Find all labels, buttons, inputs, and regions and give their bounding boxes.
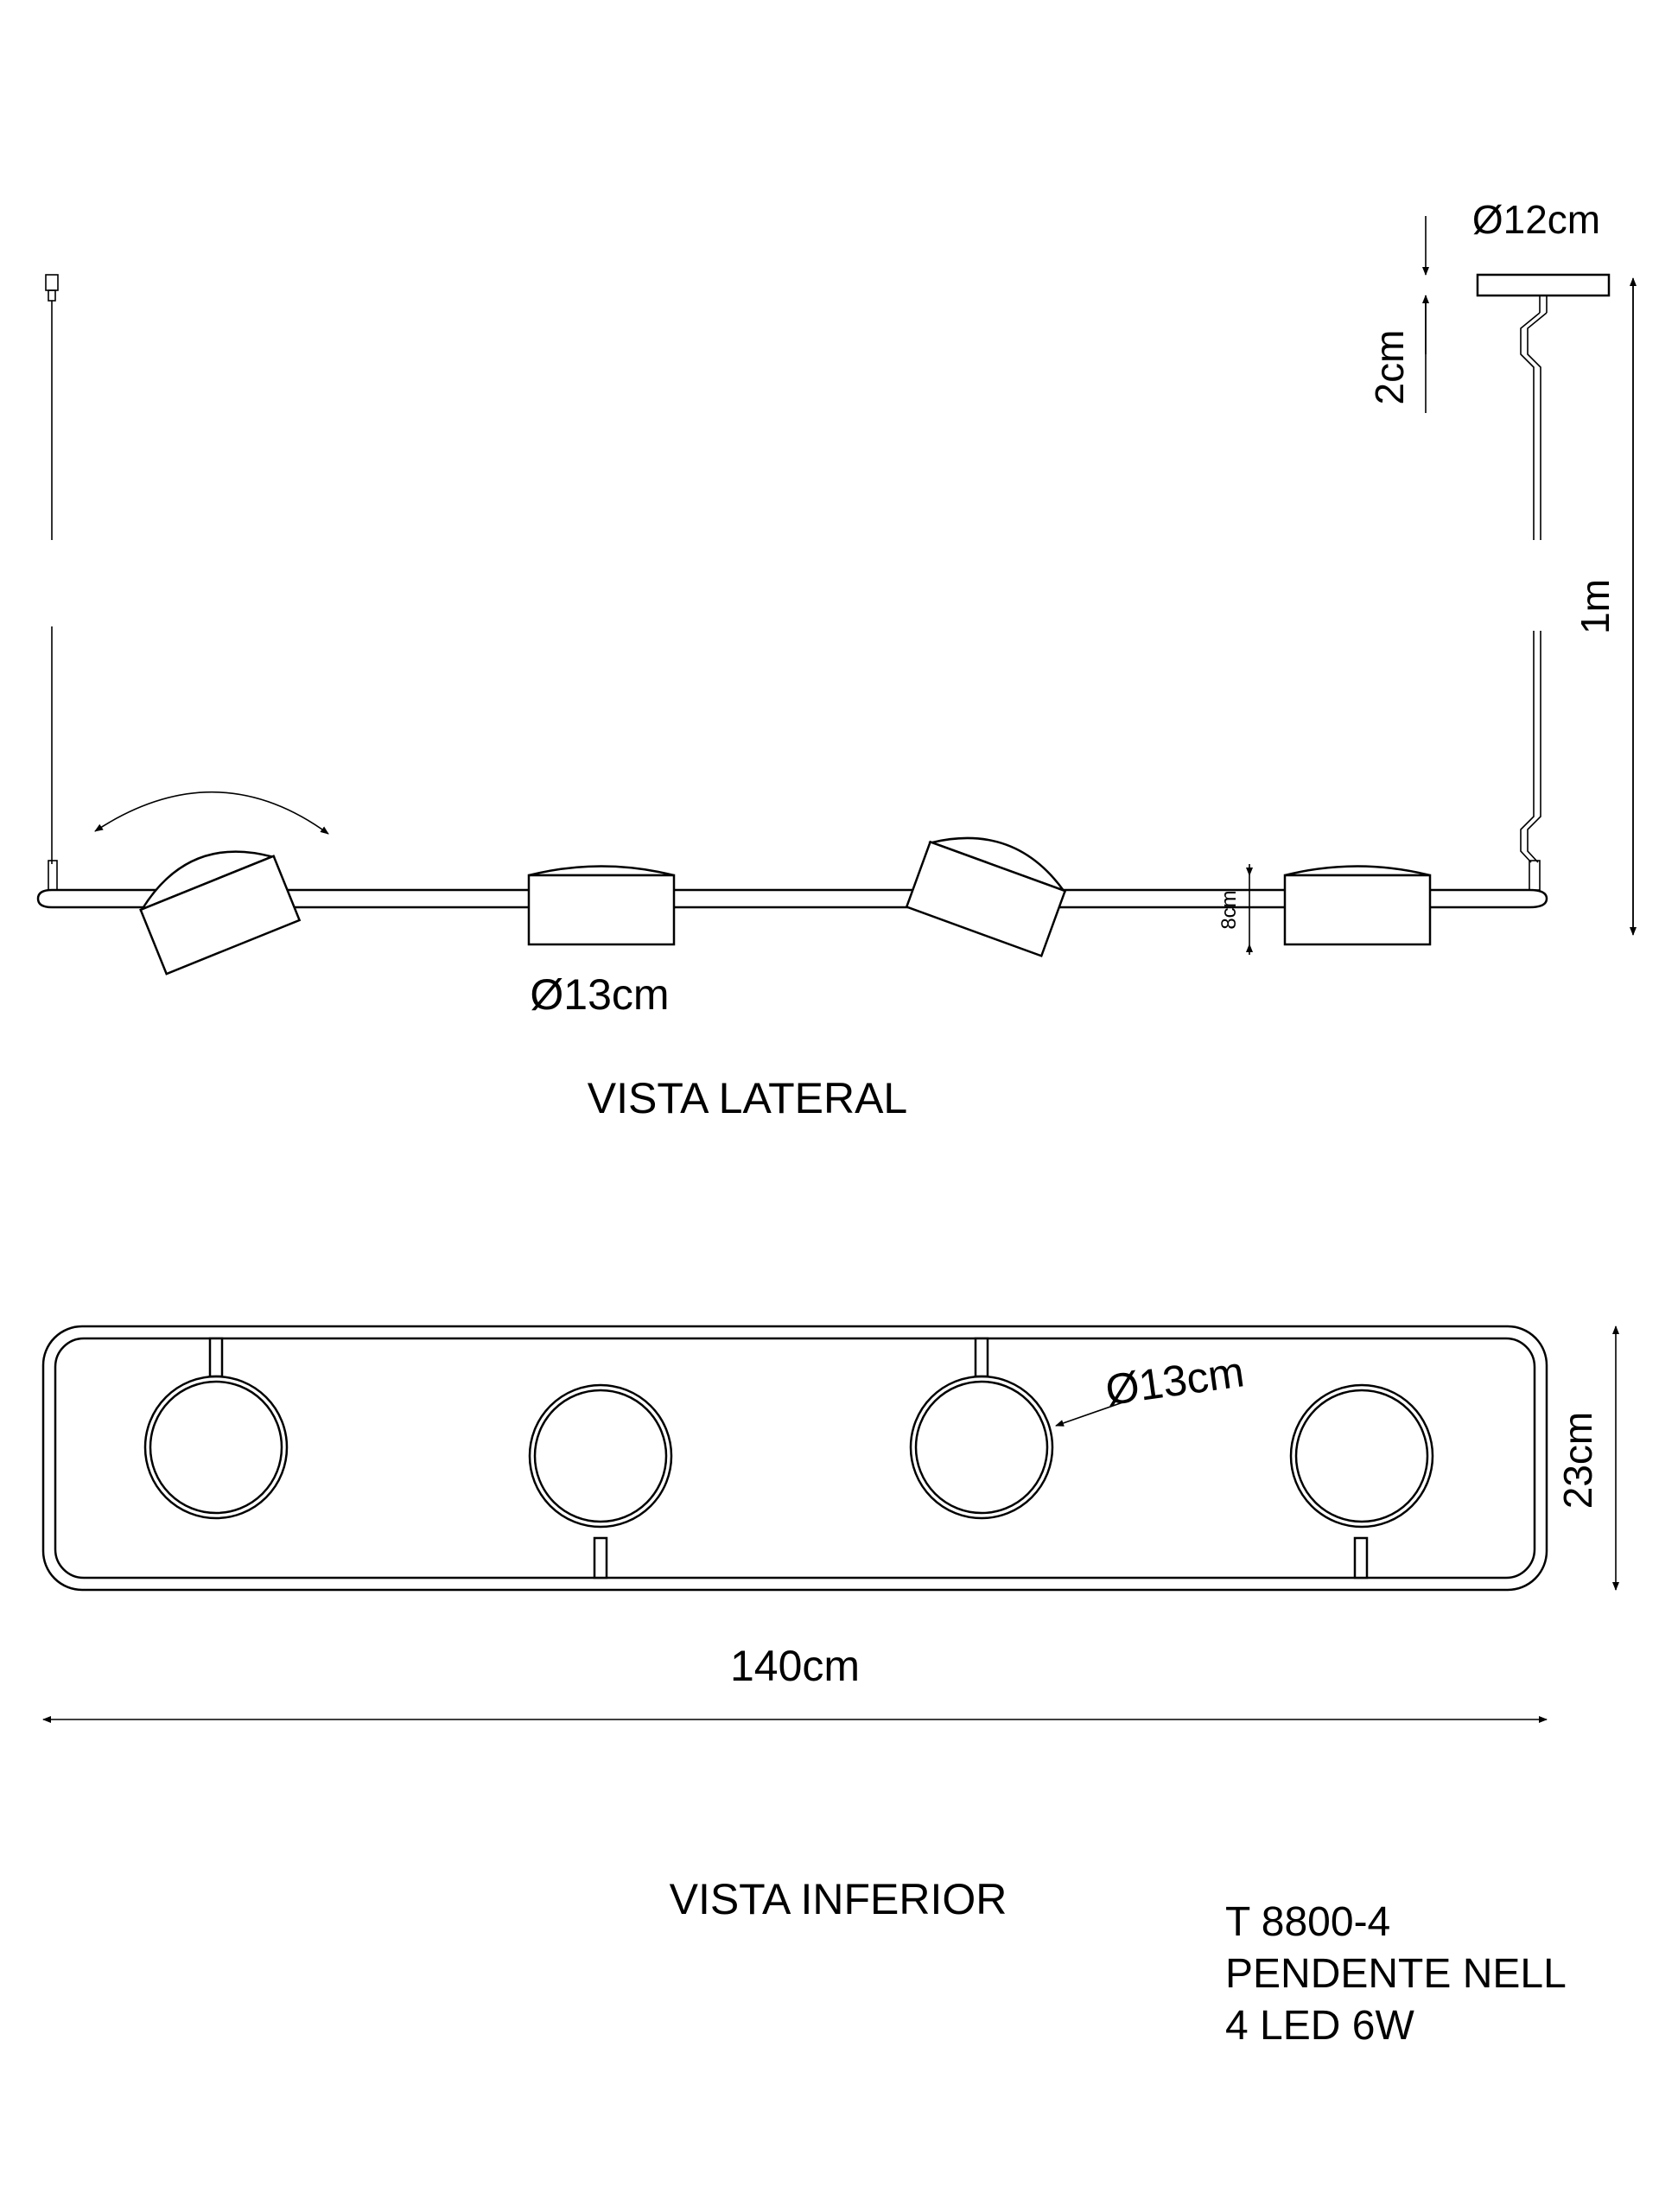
product-info: T 8800-4 PENDENTE NELL 4 LED 6W — [1225, 1899, 1567, 2049]
canopy-height-label: 2cm — [1367, 330, 1412, 405]
right-suspension-cable — [1520, 312, 1548, 891]
product-spec: 4 LED 6W — [1225, 2003, 1414, 2049]
frame-inner — [54, 1337, 1536, 1580]
product-code: T 8800-4 — [1225, 1899, 1390, 1945]
suspension-length-dimension: 1m — [1573, 277, 1637, 936]
light-bar — [36, 888, 1548, 909]
rotation-arc-arrow — [94, 791, 329, 835]
straight-shade-2 — [527, 865, 676, 946]
bottom-shade-diameter-label: Ø13cm — [1103, 1347, 1247, 1414]
bottom-light-2 — [528, 1383, 673, 1580]
bottom-light-4 — [1289, 1383, 1434, 1580]
width-label: 23cm — [1555, 1412, 1600, 1509]
shade-diameter-label: Ø13cm — [530, 970, 669, 1019]
width-dimension: 23cm — [1555, 1325, 1619, 1591]
side-view: Ø12cm 2cm 1m 8cm Ø13cm VISTA LATERAL — [36, 197, 1637, 1122]
bottom-view: Ø13cm 23cm 140cm VISTA INFERIOR — [41, 1325, 1619, 1923]
shade-height-dimension: 8cm — [1217, 864, 1253, 955]
length-label: 140cm — [730, 1642, 860, 1690]
side-view-title: VISTA LATERAL — [588, 1074, 908, 1122]
shade-height-label: 8cm — [1217, 890, 1241, 929]
bottom-view-title: VISTA INFERIOR — [670, 1875, 1007, 1923]
canopy-diameter-label: Ø12cm — [1472, 197, 1600, 242]
canopy — [1476, 273, 1611, 313]
shade-diameter-leader — [1055, 1399, 1131, 1427]
tilted-shade-3 — [905, 836, 1067, 957]
product-name: PENDENTE NELL — [1225, 1951, 1567, 1997]
left-suspension-cable — [45, 274, 59, 891]
tilted-shade-1 — [139, 850, 302, 976]
bottom-light-1 — [143, 1337, 289, 1520]
canopy-height-dimension: 2cm — [1367, 216, 1429, 413]
suspension-length-label: 1m — [1573, 579, 1618, 634]
straight-shade-4 — [1283, 865, 1432, 946]
frame-outer — [41, 1325, 1548, 1592]
bottom-light-3 — [909, 1337, 1054, 1520]
length-dimension: 140cm — [42, 1642, 1548, 1723]
